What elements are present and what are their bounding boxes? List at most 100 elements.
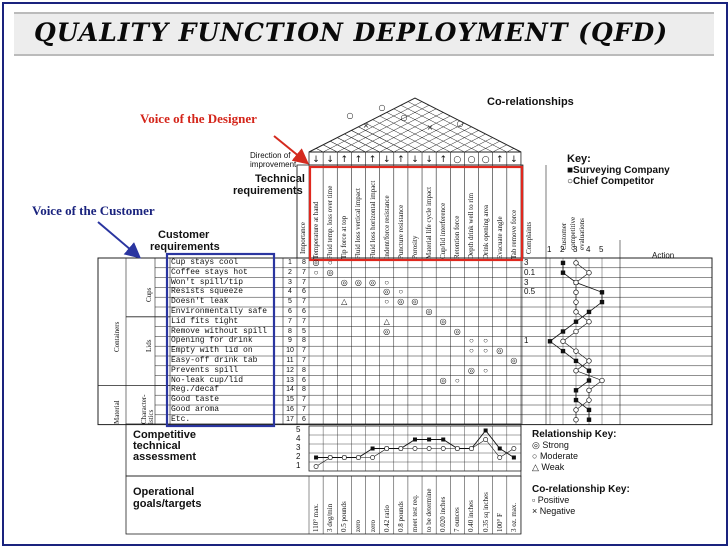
scale-2: 2 <box>560 245 565 254</box>
target-value: 0.35 sq inches <box>481 492 490 532</box>
requirement-number: 9 <box>288 337 292 345</box>
scale-1: 1 <box>547 245 552 254</box>
requirement-importance: 7 <box>302 317 306 325</box>
roof-lattice-line <box>323 144 338 153</box>
customer-highlight-box <box>165 252 276 428</box>
roof-symbol: ○ <box>401 113 408 122</box>
roof-lattice-line <box>351 130 394 153</box>
target-value: 110° max. <box>312 503 320 532</box>
relationship-moderate-label: Moderate <box>539 451 578 461</box>
roof-lattice-line <box>393 108 479 153</box>
evaluation-point-surveying <box>586 407 592 413</box>
relationship-symbol: ◎ <box>369 277 376 287</box>
requirement-number: 12 <box>286 366 294 374</box>
requirement-text: Easy-off drink tab <box>171 356 258 365</box>
technical-requirement: Indent/force resistance <box>382 195 391 259</box>
category-containers: Containers <box>113 321 121 352</box>
voice-of-customer-label: Voice of the Customer <box>32 203 155 218</box>
customer-line2: requirements <box>150 241 220 253</box>
key-surveying: ■Surveying Company <box>567 165 670 176</box>
direction-arrow: ↓ <box>510 155 518 165</box>
requirement-importance: 8 <box>302 337 306 345</box>
requirement-importance: 7 <box>302 406 306 413</box>
target-value: 0.5 pounds <box>340 501 349 532</box>
evaluation-point-competitor <box>586 270 592 276</box>
direction-arrow: ↑ <box>496 155 504 165</box>
evaluation-point-competitor <box>573 289 579 295</box>
requirement-text: Opening for drink <box>171 336 253 346</box>
technical-requirement: Drink opening area <box>481 204 490 259</box>
complaint-value: 0.5 <box>524 287 536 297</box>
technical-requirements-heading: Technical requirements <box>233 173 305 197</box>
requirement-importance: 6 <box>302 308 306 315</box>
direction-arrow: ↓ <box>312 155 320 165</box>
relationship-symbol: ○ <box>384 277 390 287</box>
relationship-key: Relationship Key: ◎ Strong ○ Moderate △ … <box>532 429 616 473</box>
scale-5: 5 <box>599 245 604 254</box>
roof-symbol: ○ <box>457 119 464 128</box>
evaluation-point-surveying <box>586 378 592 383</box>
requirement-text: Etc. <box>171 414 191 424</box>
customer-line1: Customer <box>158 229 210 241</box>
complaint-value: 1 <box>524 336 529 346</box>
co-relationship-key: Co-relationship Key: ▫ Positive × Negati… <box>532 484 630 517</box>
requirement-number: 7 <box>288 317 292 325</box>
target-value: 7 ounces <box>453 507 462 532</box>
relationship-weak-label: Weak <box>541 462 565 472</box>
roof-symbol: ○ <box>379 103 386 112</box>
technical-requirement: Depth drink well to rim <box>467 192 476 259</box>
category-characteristics: Character-istics <box>140 394 155 424</box>
relationship-moderate: ○ Moderate <box>532 451 578 461</box>
relationship-symbol: ◎ <box>453 326 461 336</box>
complaints-heading: Complaints <box>525 221 533 254</box>
assessment-point-surveying <box>511 455 516 460</box>
relationship-symbol: ◎ <box>496 346 504 356</box>
direction-line1: Direction of <box>250 151 291 160</box>
assessment-point-competitor <box>398 446 404 451</box>
relationship-strong-label: Strong <box>542 440 569 450</box>
requirement-importance: 6 <box>302 415 306 423</box>
roof-symbol: × <box>427 123 434 132</box>
target-value: zero <box>368 519 377 532</box>
requirement-number: 6 <box>288 308 292 315</box>
legend-key: Key: ■Surveying Company ○Chief Competito… <box>567 153 670 187</box>
requirement-importance: 6 <box>302 288 306 296</box>
requirement-number: 10 <box>286 347 294 355</box>
assessment-point-surveying <box>427 437 432 442</box>
evaluation-point-competitor <box>560 338 566 344</box>
requirement-number: 1 <box>288 259 292 266</box>
relationship-weak: △ Weak <box>532 462 565 472</box>
target-value: 0.42 ratio <box>382 505 391 532</box>
roof-lattice-line <box>372 119 437 153</box>
requirement-text: Lid fits tight <box>171 316 239 326</box>
direction-arrow: ○ <box>482 155 490 165</box>
requirement-text: Prevents spill <box>171 365 239 375</box>
direction-arrow: ↓ <box>383 155 391 165</box>
assessment-point-competitor <box>497 455 503 460</box>
assessment-point-surveying <box>370 446 375 451</box>
evaluation-point-surveying <box>560 329 566 334</box>
relationship-symbol: ○ <box>313 267 319 277</box>
relationship-symbol: ◎ <box>510 356 518 365</box>
relationship-symbol: ◎ <box>439 316 447 326</box>
complaint-value: 3 <box>524 258 529 267</box>
requirement-importance: 5 <box>302 327 306 335</box>
roof-lattice-line <box>386 112 465 153</box>
requirement-text: Good aroma <box>171 405 220 414</box>
evaluation-point-surveying <box>547 339 553 344</box>
roof-lattice-line <box>344 133 380 153</box>
requirement-importance: 7 <box>302 298 306 306</box>
voice-of-designer-label: Voice of the Designer <box>140 111 257 126</box>
target-value: 0.40 inches <box>467 500 476 532</box>
co-relationship-positive-label: Positive <box>537 495 570 505</box>
target-value: 0.020 inches <box>439 496 448 532</box>
evaluation-point-competitor <box>586 358 592 364</box>
action-heading: Action <box>652 251 675 260</box>
relationship-symbol: ○ <box>384 297 390 307</box>
